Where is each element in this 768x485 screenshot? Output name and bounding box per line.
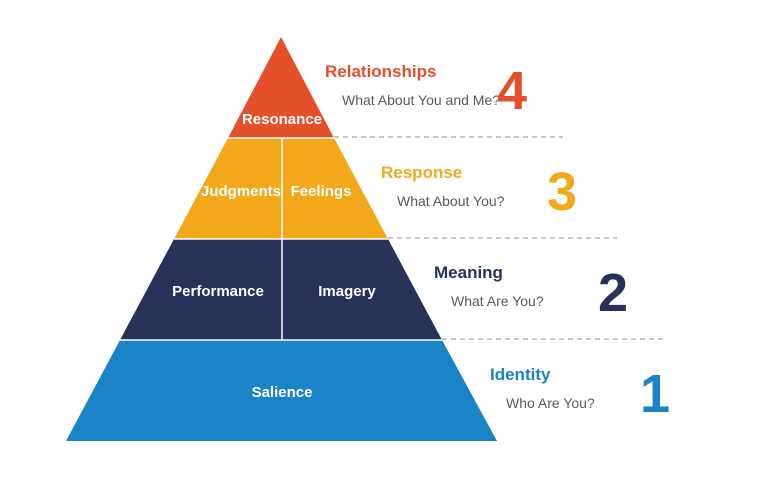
block-label-judgments: Judgments: [201, 183, 281, 200]
level-4-number: 4: [497, 61, 528, 121]
level-1-title: Identity: [490, 365, 551, 384]
block-label-imagery: Imagery: [318, 283, 376, 300]
level-2-question: What Are You?: [451, 293, 544, 309]
level-3-number: 3: [547, 162, 578, 222]
level-2-number: 2: [598, 263, 629, 323]
tier-response: [174, 138, 388, 239]
level-4-title: Relationships: [325, 62, 437, 81]
block-label-resonance: Resonance: [242, 111, 322, 128]
tier-meaning: [120, 239, 442, 340]
level-4-question: What About You and Me?: [342, 92, 501, 108]
tier-resonance: [228, 37, 334, 138]
block-label-salience: Salience: [252, 384, 313, 401]
block-label-feelings: Feelings: [291, 183, 352, 200]
tier-identity: [66, 340, 497, 441]
level-1-number: 1: [640, 364, 671, 424]
block-label-performance: Performance: [172, 283, 264, 300]
level-2-title: Meaning: [434, 263, 503, 282]
level-1-question: Who Are You?: [506, 395, 595, 411]
level-3-question: What About You?: [397, 193, 505, 209]
level-3-title: Response: [381, 163, 463, 182]
